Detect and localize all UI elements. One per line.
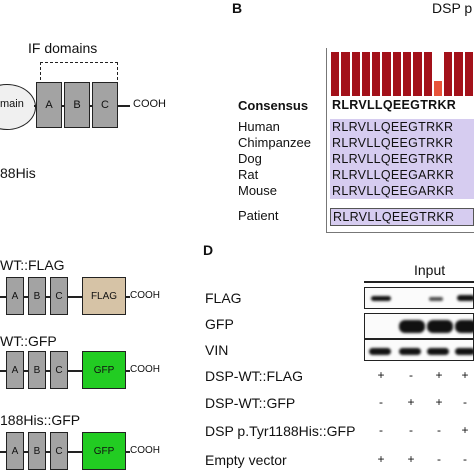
conservation-bar bbox=[361, 52, 371, 96]
if-domains-bracket bbox=[40, 62, 118, 85]
conservation-bar bbox=[372, 52, 381, 96]
cooh-label: COOH bbox=[133, 98, 166, 110]
band-vin-1 bbox=[369, 348, 391, 355]
panel-b-title: DSP p bbox=[432, 0, 473, 16]
band-flag-1 bbox=[371, 296, 391, 301]
construct-label-2: WT::GFP bbox=[0, 333, 57, 349]
band-vin-4 bbox=[455, 348, 474, 355]
construct-3-box-c: C bbox=[50, 432, 68, 470]
band-vin-2 bbox=[399, 348, 421, 355]
conservation-bar bbox=[351, 52, 360, 96]
patient-label: Patient bbox=[238, 208, 279, 223]
conservation-bar bbox=[382, 52, 391, 96]
construct-2-box-a: A bbox=[6, 351, 24, 389]
input-bracket-line bbox=[364, 281, 474, 283]
condition-label-1: DSP-WT::FLAG bbox=[205, 368, 304, 384]
band-gfp-2 bbox=[399, 320, 425, 333]
conservation-bar bbox=[413, 52, 422, 96]
mark-1-1: + bbox=[377, 368, 385, 382]
mark-3-1: - bbox=[379, 423, 383, 437]
panel-letter-d: D bbox=[203, 242, 214, 258]
blot-flag bbox=[364, 287, 474, 309]
consensus-seq: RLRVLLQEEGTRKR bbox=[332, 98, 457, 112]
conservation-bar bbox=[331, 52, 340, 96]
patient-seq: RLRVLLQEEGTRKR bbox=[330, 208, 474, 226]
band-gfp-4 bbox=[455, 320, 474, 333]
conservation-bar bbox=[433, 81, 443, 96]
condition-label-3: DSP p.Tyr1188His::GFP bbox=[205, 423, 356, 439]
mark-3-3: - bbox=[437, 423, 441, 437]
mark-2-1: - bbox=[379, 395, 383, 409]
species-label-chimpanzee: Chimpanzee bbox=[238, 135, 311, 150]
consensus-label: Consensus bbox=[238, 98, 309, 113]
conservation-bar bbox=[444, 52, 453, 96]
input-label: Input bbox=[414, 262, 446, 278]
conservation-bar bbox=[423, 52, 432, 96]
species-seq-rat: RLRVLLQEEGARKR bbox=[330, 167, 474, 183]
mutation-label: 88His bbox=[0, 165, 36, 181]
mark-4-3: - bbox=[437, 452, 441, 466]
conservation-bar bbox=[341, 52, 350, 96]
gfp-tag-wt: GFP bbox=[82, 351, 126, 389]
mark-4-1: + bbox=[377, 452, 385, 466]
mark-1-4: + bbox=[461, 368, 469, 382]
domain-box-c: C bbox=[92, 82, 118, 128]
species-label-rat: Rat bbox=[238, 167, 259, 182]
panel-letter-b: B bbox=[232, 0, 243, 16]
blot-vin bbox=[364, 339, 474, 361]
flag-tag: FLAG bbox=[82, 277, 126, 315]
construct-2-box-c: C bbox=[50, 351, 68, 389]
gfp-tag-mutant: GFP bbox=[82, 432, 126, 470]
construct-label-3: 188His::GFP bbox=[0, 412, 81, 428]
construct-1-box-b: B bbox=[28, 277, 46, 315]
conservation-bar bbox=[454, 52, 463, 96]
species-label-human: Human bbox=[238, 119, 280, 134]
construct-3-box-b: B bbox=[28, 432, 46, 470]
band-flag-4 bbox=[457, 295, 474, 301]
mark-4-2: + bbox=[407, 452, 415, 466]
blot-gfp bbox=[364, 313, 474, 339]
mark-3-2: - bbox=[409, 423, 413, 437]
head-domain-label: main bbox=[0, 98, 24, 110]
species-label-dog: Dog bbox=[238, 151, 262, 166]
conservation-bars bbox=[330, 52, 474, 96]
mark-2-4: - bbox=[463, 395, 467, 409]
blot-label-flag: FLAG bbox=[205, 290, 242, 306]
band-gfp-3 bbox=[427, 320, 453, 333]
construct-3-cooh: COOH bbox=[130, 445, 160, 456]
if-domains-label: IF domains bbox=[28, 40, 98, 56]
construct-2-cooh: COOH bbox=[130, 364, 160, 375]
species-label-mouse: Mouse bbox=[238, 183, 278, 198]
domain-box-b: B bbox=[64, 82, 90, 128]
mark-2-3: + bbox=[435, 395, 443, 409]
construct-1-box-a: A bbox=[6, 277, 24, 315]
mark-3-4: + bbox=[461, 423, 469, 437]
mark-1-3: + bbox=[435, 368, 443, 382]
blot-label-vin: VIN bbox=[205, 342, 229, 358]
construct-label-1: WT::FLAG bbox=[0, 257, 65, 273]
band-vin-3 bbox=[427, 348, 449, 355]
species-seq-mouse: RLRVLLQEEGARKR bbox=[330, 183, 474, 199]
conservation-bar bbox=[464, 52, 473, 96]
mark-4-4: - bbox=[463, 452, 467, 466]
condition-label-4: Empty vector bbox=[205, 452, 287, 468]
construct-1-cooh: COOH bbox=[130, 290, 160, 301]
blot-label-gfp: GFP bbox=[205, 316, 234, 332]
conservation-bar bbox=[392, 52, 401, 96]
construct-2-box-b: B bbox=[28, 351, 46, 389]
species-seq-dog: RLRVLLQEEGTRKR bbox=[330, 151, 474, 167]
alignment-frame bbox=[326, 48, 474, 233]
condition-label-2: DSP-WT::GFP bbox=[205, 395, 296, 411]
construct-1-box-c: C bbox=[50, 277, 68, 315]
domain-box-a: A bbox=[36, 82, 62, 128]
species-seq-human: RLRVLLQEEGTRKR bbox=[330, 119, 474, 135]
mark-2-2: + bbox=[407, 395, 415, 409]
mark-1-2: - bbox=[409, 368, 413, 382]
species-seq-chimpanzee: RLRVLLQEEGTRKR bbox=[330, 135, 474, 151]
conservation-bar bbox=[403, 52, 412, 96]
construct-3-box-a: A bbox=[6, 432, 24, 470]
band-flag-3 bbox=[429, 297, 443, 301]
